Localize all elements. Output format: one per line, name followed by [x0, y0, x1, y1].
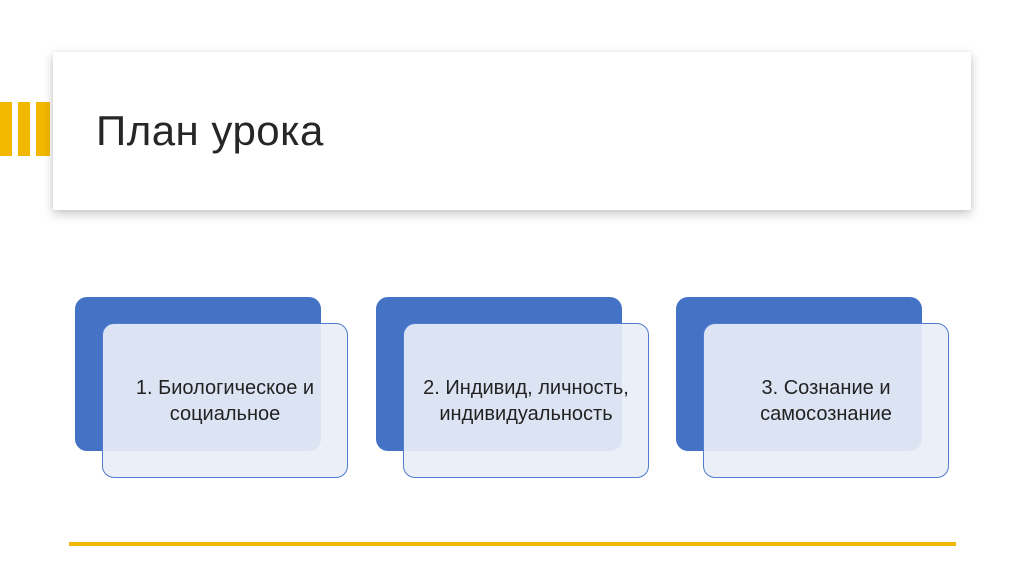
plan-item-3: 3. Сознание и самосознание	[676, 297, 952, 480]
title-card: План урока	[53, 52, 971, 210]
accent-bar	[36, 102, 50, 156]
slide-title: План урока	[96, 107, 324, 154]
plan-item-2: 2. Индивид, личность, индивидуальность	[376, 297, 652, 480]
accent-bar	[18, 102, 30, 156]
plan-item-text: 3. Сознание и самосознание	[760, 376, 892, 425]
accent-bar	[0, 102, 12, 156]
plan-item-card: 3. Сознание и самосознание	[703, 323, 949, 478]
plan-item-text: 1. Биологическое и социальное	[135, 376, 315, 425]
plan-item-card: 1. Биологическое и социальное	[102, 323, 348, 478]
plan-item-card: 2. Индивид, личность, индивидуальность	[403, 323, 649, 478]
bottom-accent-line	[69, 542, 956, 546]
plan-item-text: 2. Индивид, личность, индивидуальность	[423, 376, 629, 425]
plan-item-1: 1. Биологическое и социальное	[75, 297, 351, 480]
